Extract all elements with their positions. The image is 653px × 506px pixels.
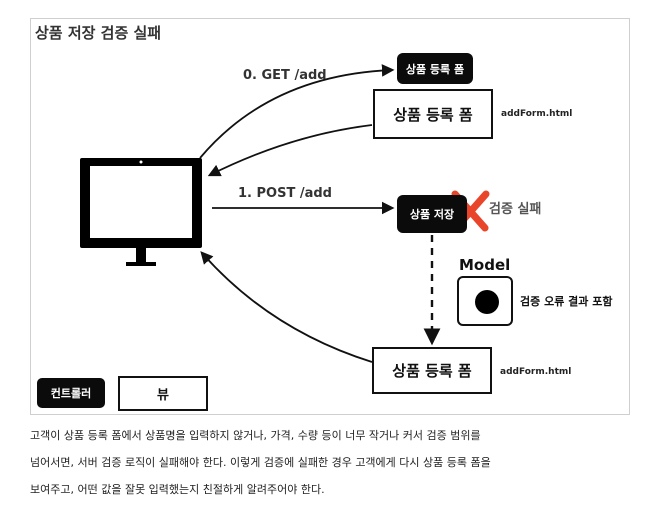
caption-line: 넘어서면, 서버 검증 로직이 실패해야 한다. 이렇게 검증에 실패한 경우 …	[30, 456, 491, 469]
form-controller-box: 상품 등록 폼	[397, 53, 473, 84]
form-view-return-arrow	[207, 124, 373, 177]
form-view-top-box: 상품 등록 폼	[373, 89, 493, 139]
save-controller-box: 상품 저장	[397, 195, 467, 233]
form-view-bottom-box: 상품 등록 폼	[372, 347, 492, 394]
diagram-title: 상품 저장 검증 실패	[35, 24, 162, 42]
model-description: 검증 오류 결과 포함	[520, 295, 613, 308]
monitor-icon	[80, 158, 202, 266]
model-box	[457, 276, 513, 326]
caption-line: 보여주고, 어떤 값을 잘못 입력했는지 친절하게 알려주어야 한다.	[30, 483, 325, 496]
form-view-top-file: addForm.html	[501, 109, 573, 119]
model-dot-icon	[475, 290, 499, 314]
caption-line: 고객이 상품 등록 폼에서 상품명을 입력하지 않거나, 가격, 수량 등이 너…	[30, 429, 481, 442]
legend-view: 뷰	[118, 376, 208, 411]
form-view-bottom-file: addForm.html	[500, 367, 572, 377]
bottom-view-return-arrow	[200, 251, 373, 363]
post-label: 1. POST /add	[238, 186, 332, 201]
validation-fail-label: 검증 실패	[489, 202, 542, 217]
caption: 고객이 상품 등록 폼에서 상품명을 입력하지 않거나, 가격, 수량 등이 너…	[30, 422, 630, 503]
diagram-frame	[30, 18, 630, 415]
model-title: Model	[459, 256, 511, 274]
get-label: 0. GET /add	[243, 68, 327, 83]
legend-controller: 컨트롤러	[37, 378, 105, 408]
get-arrow	[199, 64, 395, 159]
